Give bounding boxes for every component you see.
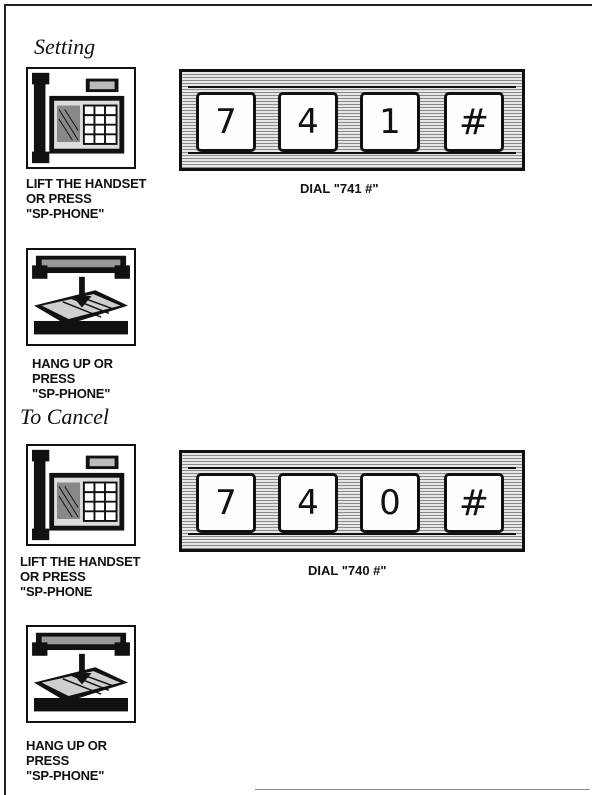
setting-keypad-panel: 7 4 1 # — [179, 69, 525, 171]
caption-line: HANG UP OR — [26, 738, 107, 753]
caption-line: PRESS — [26, 753, 107, 768]
phone-handset-lift-icon — [26, 67, 136, 169]
cancel-step3-caption: HANG UP OR PRESS "SP-PHONE" — [26, 738, 107, 783]
cancel-keypad-panel: 7 4 0 # — [179, 450, 525, 552]
caption-line: "SP-PHONE — [20, 584, 140, 599]
key-1: 1 — [360, 92, 420, 152]
key-hash: # — [444, 473, 504, 533]
caption-line: OR PRESS — [20, 569, 140, 584]
phone-handset-lift-icon — [26, 444, 136, 546]
cancel-step1-caption: LIFT THE HANDSET OR PRESS "SP-PHONE — [20, 554, 140, 599]
key-hash: # — [444, 92, 504, 152]
key-7: 7 — [196, 473, 256, 533]
caption-line: LIFT THE HANDSET — [26, 176, 146, 191]
caption-line: HANG UP OR — [32, 356, 113, 371]
frame-top-border — [4, 4, 592, 6]
cancel-dial-caption: DIAL "740 #" — [308, 563, 387, 578]
phone-hang-up-icon — [26, 248, 136, 346]
caption-line: "SP-PHONE" — [26, 768, 107, 783]
caption-line: "SP-PHONE" — [32, 386, 113, 401]
key-4: 4 — [278, 473, 338, 533]
caption-line: PRESS — [32, 371, 113, 386]
caption-line: "SP-PHONE" — [26, 206, 146, 221]
cancel-title: To Cancel — [20, 404, 109, 430]
key-4: 4 — [278, 92, 338, 152]
setting-title: Setting — [34, 34, 95, 60]
key-7: 7 — [196, 92, 256, 152]
key-0: 0 — [360, 473, 420, 533]
frame-bottom-border — [255, 789, 590, 790]
setting-step3-caption: HANG UP OR PRESS "SP-PHONE" — [32, 356, 113, 401]
setting-step1-caption: LIFT THE HANDSET OR PRESS "SP-PHONE" — [26, 176, 146, 221]
phone-hang-up-icon — [26, 625, 136, 723]
caption-line: OR PRESS — [26, 191, 146, 206]
setting-dial-caption: DIAL "741 #" — [300, 181, 379, 196]
caption-line: LIFT THE HANDSET — [20, 554, 140, 569]
frame-left-border — [4, 4, 6, 795]
